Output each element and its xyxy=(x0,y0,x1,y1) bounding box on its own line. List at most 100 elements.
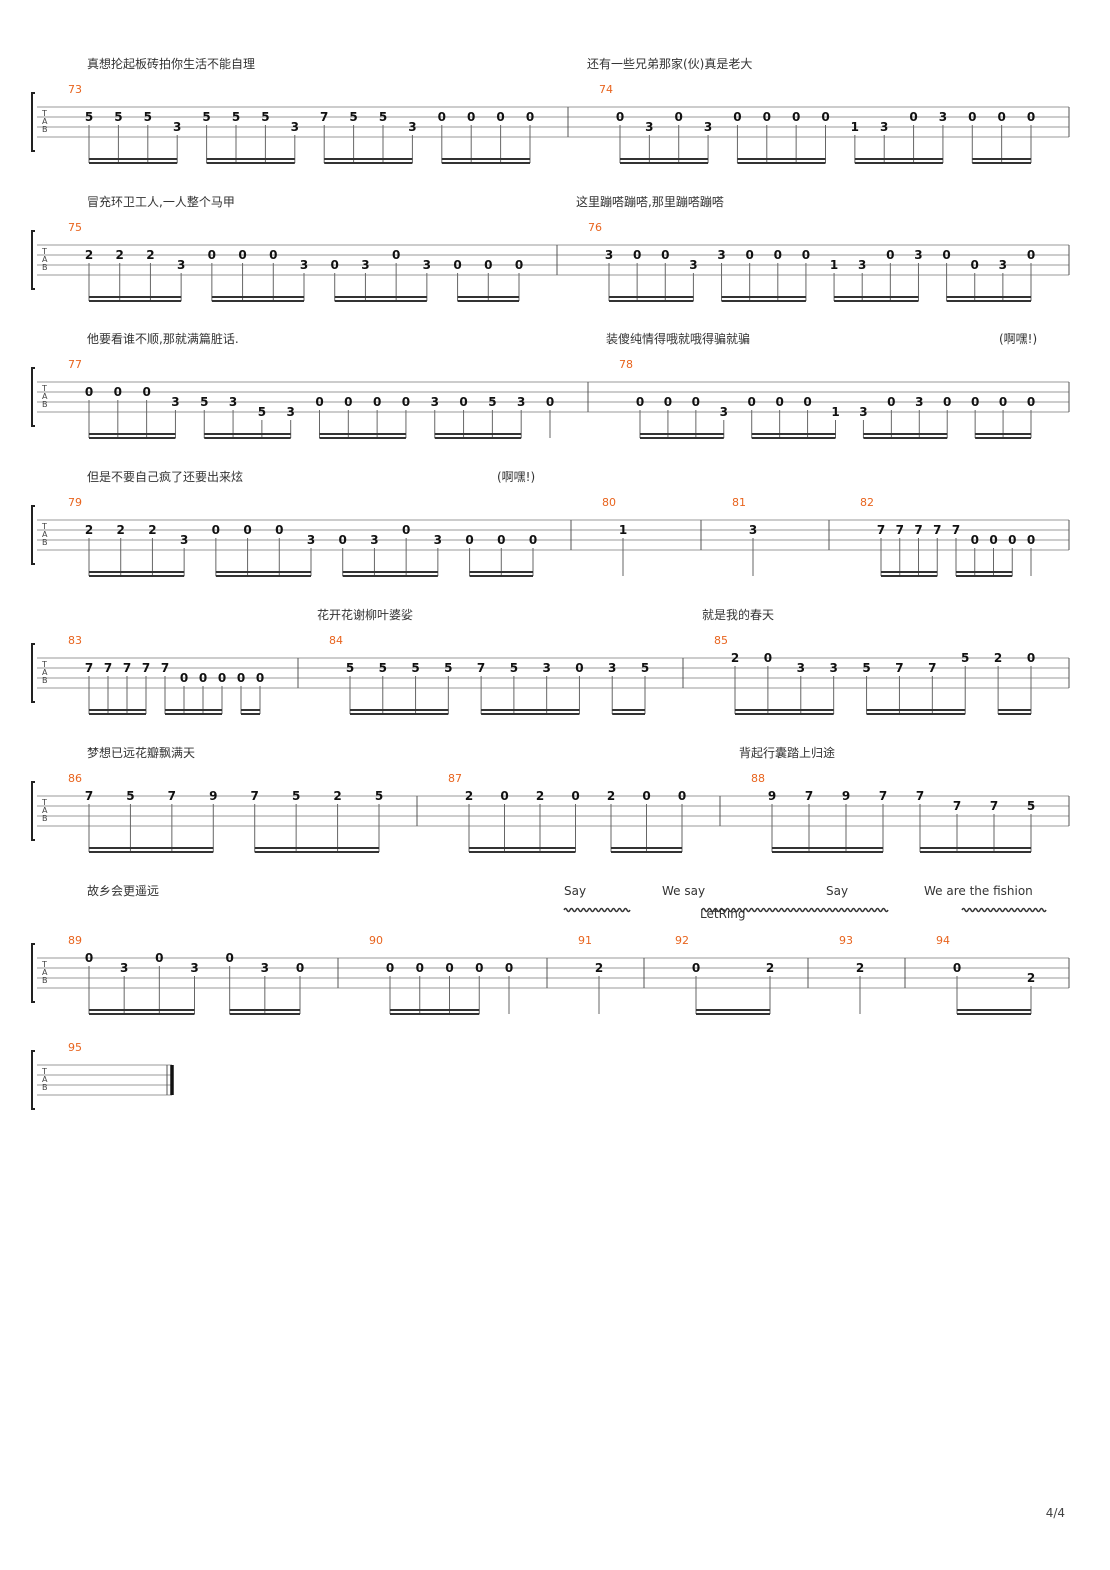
fret-number: 7 xyxy=(104,661,112,675)
fret-number: 0 xyxy=(212,523,220,537)
fret-number: 0 xyxy=(802,248,810,262)
fret-number: 0 xyxy=(344,395,352,409)
fret-number: 3 xyxy=(717,248,725,262)
lyric-text: We say xyxy=(662,884,705,898)
lyric-text: 花开花谢柳叶婆娑 xyxy=(317,607,413,622)
fret-number: 5 xyxy=(200,395,208,409)
fret-number: 2 xyxy=(994,651,1002,665)
tab-clef-letter: T xyxy=(41,109,47,118)
system-bracket xyxy=(31,367,35,427)
fret-number: 3 xyxy=(645,120,653,134)
fret-number: 5 xyxy=(346,661,354,675)
fret-number: 0 xyxy=(692,961,700,975)
fret-number: 0 xyxy=(500,789,508,803)
fret-number: 0 xyxy=(85,385,93,399)
fret-number: 3 xyxy=(291,120,299,134)
fret-number: 0 xyxy=(692,395,700,409)
fret-number: 7 xyxy=(990,799,998,813)
fret-number: 2 xyxy=(333,789,341,803)
fret-number: 7 xyxy=(168,789,176,803)
fret-number: 5 xyxy=(126,789,134,803)
fret-number: 0 xyxy=(661,248,669,262)
fret-number: 3 xyxy=(120,961,128,975)
fret-number: 7 xyxy=(877,523,885,537)
tab-clef-letter: B xyxy=(42,125,48,134)
fret-number: 0 xyxy=(275,523,283,537)
fret-number: 7 xyxy=(953,799,961,813)
fret-number: 0 xyxy=(238,248,246,262)
fret-number: 3 xyxy=(689,258,697,272)
fret-number: 0 xyxy=(497,533,505,547)
fret-number: 3 xyxy=(431,395,439,409)
fret-number: 7 xyxy=(928,661,936,675)
vibrato-wave xyxy=(961,907,1047,913)
fret-number: 5 xyxy=(85,110,93,124)
fret-number: 7 xyxy=(251,789,259,803)
system-bracket xyxy=(31,230,35,290)
lyric-text: 故乡会更遥远 xyxy=(87,883,159,898)
fret-number: 0 xyxy=(373,395,381,409)
fret-number: 0 xyxy=(386,961,394,975)
lyric-text: (啊嘿!) xyxy=(497,470,535,484)
fret-number: 5 xyxy=(510,661,518,675)
fret-number: 0 xyxy=(114,385,122,399)
fret-number: 3 xyxy=(180,533,188,547)
fret-number: 0 xyxy=(199,671,207,685)
measure-number: 77 xyxy=(68,358,82,371)
tab-clef-letter: A xyxy=(42,806,48,815)
fret-number: 0 xyxy=(636,395,644,409)
fret-number: 7 xyxy=(161,661,169,675)
fret-number: 3 xyxy=(434,533,442,547)
fret-number: 9 xyxy=(768,789,776,803)
fret-number: 0 xyxy=(459,395,467,409)
tab-clef-letter: A xyxy=(42,530,48,539)
fret-number: 7 xyxy=(85,789,93,803)
fret-number: 0 xyxy=(445,961,453,975)
fret-number: 5 xyxy=(641,661,649,675)
fret-number: 0 xyxy=(453,258,461,272)
fret-number: 0 xyxy=(155,951,163,965)
fret-number: 0 xyxy=(526,110,534,124)
fret-number: 5 xyxy=(379,661,387,675)
tab-clef-letter: A xyxy=(42,392,48,401)
fret-number: 7 xyxy=(914,523,922,537)
fret-number: 0 xyxy=(745,248,753,262)
fret-number: 3 xyxy=(190,961,198,975)
fret-number: 7 xyxy=(85,661,93,675)
fret-number: 0 xyxy=(315,395,323,409)
fret-number: 0 xyxy=(416,961,424,975)
fret-number: 0 xyxy=(465,533,473,547)
system-bracket xyxy=(31,643,35,703)
lyric-text: (啊嘿!) xyxy=(999,332,1037,346)
measure-number: 73 xyxy=(68,83,82,96)
tab-clef-letter: A xyxy=(42,1075,48,1084)
fret-number: 0 xyxy=(971,258,979,272)
fret-number: 0 xyxy=(237,671,245,685)
fret-number: 7 xyxy=(805,789,813,803)
measure-number: 86 xyxy=(68,772,82,785)
fret-number: 0 xyxy=(467,110,475,124)
lyric-text: 但是不要自己疯了还要出来炫 xyxy=(87,469,243,484)
fret-number: 7 xyxy=(933,523,941,537)
fret-number: 0 xyxy=(1027,248,1035,262)
fret-number: 0 xyxy=(218,671,226,685)
fret-number: 2 xyxy=(148,523,156,537)
fret-number: 0 xyxy=(968,110,976,124)
fret-number: 7 xyxy=(142,661,150,675)
page-number: 4/4 xyxy=(1045,1506,1065,1520)
fret-number: 0 xyxy=(989,533,997,547)
lyric-text: We are the fishion xyxy=(924,884,1033,898)
fret-number: 1 xyxy=(619,523,627,537)
fret-number: 3 xyxy=(720,405,728,419)
tab-clef-letter: T xyxy=(41,522,47,531)
fret-number: 5 xyxy=(961,651,969,665)
fret-number: 3 xyxy=(915,395,923,409)
fret-number: 9 xyxy=(209,789,217,803)
measure-number: 91 xyxy=(578,934,592,947)
fret-number: 0 xyxy=(243,523,251,537)
tab-clef-letter: T xyxy=(41,798,47,807)
fret-number: 0 xyxy=(438,110,446,124)
fret-number: 0 xyxy=(484,258,492,272)
fret-number: 3 xyxy=(307,533,315,547)
fret-number: 0 xyxy=(142,385,150,399)
